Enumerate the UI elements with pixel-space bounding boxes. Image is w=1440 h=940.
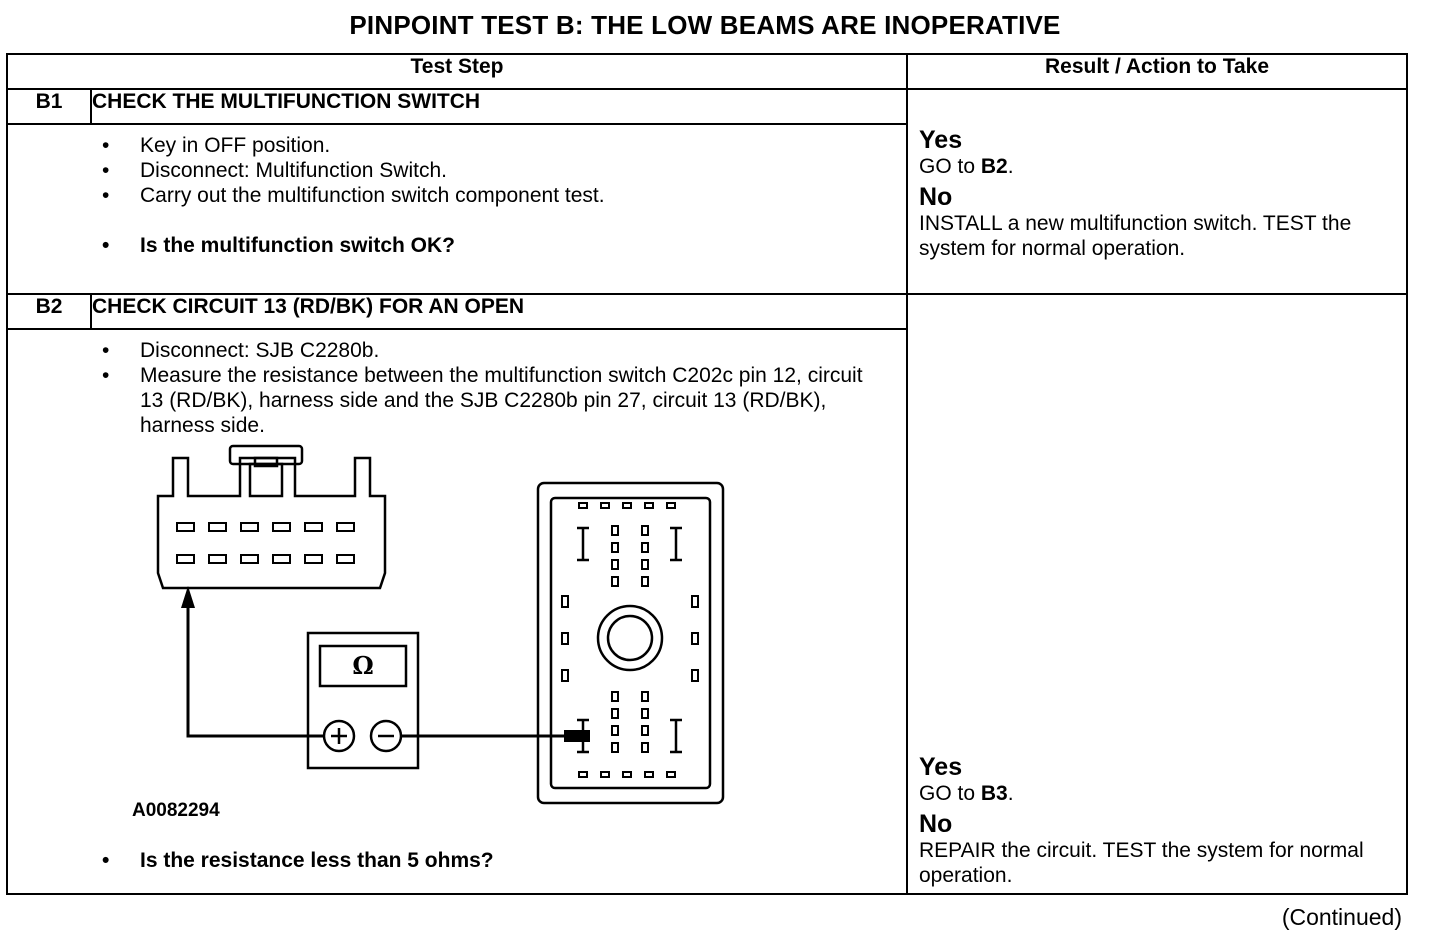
step-b2-body-row: Disconnect: SJB C2280b. Measure the resi… <box>6 328 1407 895</box>
connector-pin-rows <box>176 522 355 564</box>
connector-measurement-diagram: Ω <box>156 444 725 805</box>
step-b2-title: CHECK CIRCUIT 13 (RD/BK) FOR AN OPEN <box>90 293 908 330</box>
step-b1-result: Yes GO to B2. No INSTALL a new multifunc… <box>906 88 1408 295</box>
step-b2-title-row: B2 CHECK CIRCUIT 13 (RD/BK) FOR AN OPEN … <box>6 293 1408 895</box>
step-b1-body: Key in OFF position. Disconnect: Multifu… <box>6 123 908 295</box>
step-b2-result-block: Yes GO to B3. No REPAIR the circuit. TES… <box>919 753 1402 888</box>
step-b1-yes-suffix: . <box>1007 155 1014 178</box>
step-b2-question-list: Is the resistance less than 5 ohms? <box>8 848 906 873</box>
step-b1-no-label: No <box>919 183 953 211</box>
step-b1-result-block: Yes GO to B2. No INSTALL a new multifunc… <box>919 126 1402 261</box>
step-b2-no-label: No <box>919 810 953 838</box>
step-b1-yes-label: Yes <box>919 126 963 154</box>
step-b1-yes-prefix: GO to <box>919 155 981 178</box>
step-b1-yes-target: B2 <box>980 155 1008 178</box>
step-b1-title-row: B1 CHECK THE MULTIFUNCTION SWITCH Yes GO… <box>6 88 1408 295</box>
step-b1-actions: Key in OFF position. Disconnect: Multifu… <box>8 125 906 258</box>
step-b2-body: Disconnect: SJB C2280b. Measure the resi… <box>6 328 908 895</box>
step-b2-question: Is the resistance less than 5 ohms? <box>8 848 906 873</box>
list-item: Carry out the multifunction switch compo… <box>8 183 906 208</box>
step-b1-id: B1 <box>6 88 92 125</box>
step-b2-id: B2 <box>6 293 92 330</box>
step-b1-body-row: Key in OFF position. Disconnect: Multifu… <box>6 123 1407 295</box>
step-b2-yes-suffix: . <box>1007 782 1014 805</box>
column-header-result: Result / Action to Take <box>906 53 1408 90</box>
pinpoint-test-table: Test Step Result / Action to Take B1 CHE… <box>6 53 1408 895</box>
step-b2-no-action: REPAIR the circuit. TEST the system for … <box>919 839 1364 887</box>
list-item: Key in OFF position. <box>8 133 906 158</box>
sjb-connector <box>536 481 725 805</box>
step-b1-no-action: INSTALL a new multifunction switch. TEST… <box>919 212 1352 260</box>
step-b2-yes-action: GO to B3. <box>919 781 1402 806</box>
step-b2-yes-target: B3 <box>980 782 1008 805</box>
continued-note: (Continued) <box>1281 904 1402 930</box>
step-b2-yes-prefix: GO to <box>919 782 981 805</box>
column-header-test-step: Test Step <box>6 53 908 90</box>
sjb-pin-columns <box>561 502 699 778</box>
step-b2-actions: Disconnect: SJB C2280b. Measure the resi… <box>8 330 906 438</box>
ohm-symbol: Ω <box>352 651 373 680</box>
step-b1-title: CHECK THE MULTIFUNCTION SWITCH <box>90 88 908 125</box>
step-b2-result: Yes GO to B3. No REPAIR the circuit. TES… <box>906 293 1408 895</box>
multifunction-switch-connector <box>156 444 387 590</box>
step-b2-figure: Ω A0082294 <box>8 438 908 848</box>
probe-tips <box>181 586 590 742</box>
step-b1-question: Is the multifunction switch OK? <box>8 233 906 258</box>
page-title: PINPOINT TEST B: THE LOW BEAMS ARE INOPE… <box>349 10 1061 40</box>
list-item: Disconnect: Multifunction Switch. <box>8 158 906 183</box>
table-header-row: Test Step Result / Action to Take <box>6 53 1408 90</box>
meter-leads <box>186 606 578 738</box>
list-item: Disconnect: SJB C2280b. <box>8 338 906 363</box>
step-b1-yes-action: GO to B2. <box>919 154 1402 179</box>
figure-id: A0082294 <box>132 800 220 821</box>
step-b2-yes-label: Yes <box>919 753 963 781</box>
list-item: Measure the resistance between the multi… <box>8 363 906 438</box>
